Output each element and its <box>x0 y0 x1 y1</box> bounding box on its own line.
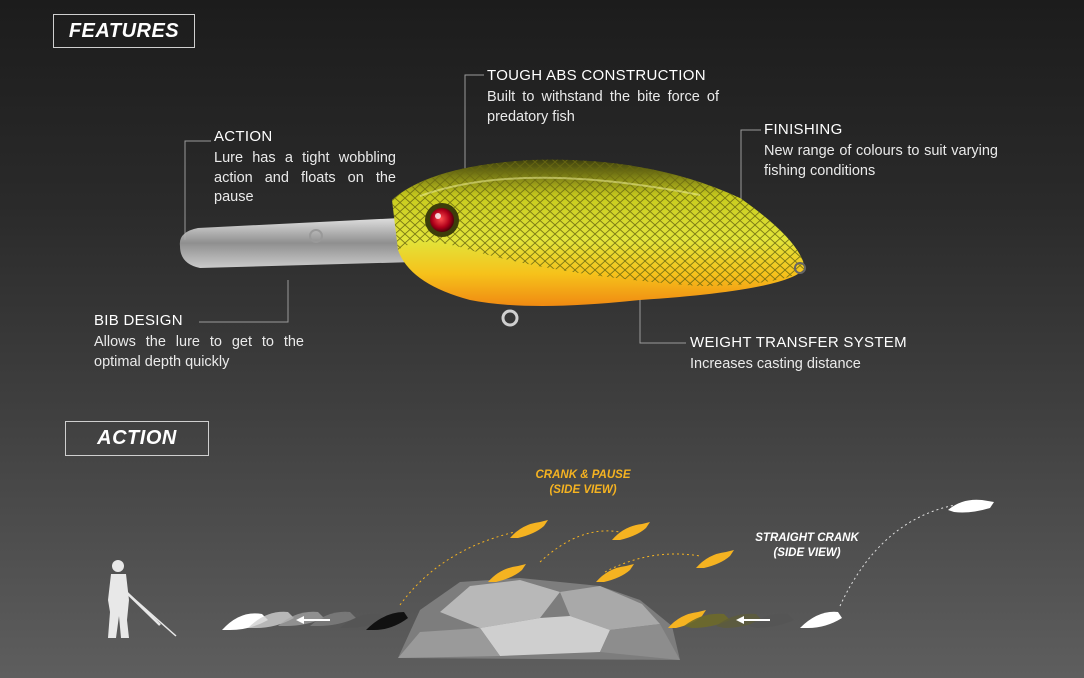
crank-pause-label-line1: CRANK & PAUSE <box>535 469 631 481</box>
lure-silhouette-icon <box>488 520 734 628</box>
callout-text: Lure has a tight wobbling action and flo… <box>214 150 396 205</box>
callout-heading: FINISHING <box>764 121 843 138</box>
straight-crank-label: STRAIGHT CRANK (SIDE VIEW) <box>740 531 874 561</box>
callout-text: Allows the lure to get to the optimal de… <box>94 334 304 370</box>
callout-text: New range of colours to suit varying fis… <box>764 143 998 179</box>
connector-lines <box>184 74 761 344</box>
callout-text: Increases casting distance <box>690 356 861 372</box>
fisherman-icon <box>108 560 177 638</box>
action-title: ACTION <box>65 421 209 456</box>
callout-finishing: FINISHING New range of colours to suit v… <box>764 121 998 181</box>
callout-heading: ACTION <box>214 128 273 145</box>
callout-tough-abs: TOUGH ABS CONSTRUCTION Built to withstan… <box>487 67 719 127</box>
straight-crank-path <box>839 504 956 607</box>
callout-heading: BIB DESIGN <box>94 312 183 329</box>
callout-bib-design: BIB DESIGN Allows the lure to get to the… <box>94 312 304 372</box>
straight-crank-label-line2: (SIDE VIEW) <box>773 547 841 559</box>
features-title: FEATURES <box>53 14 195 48</box>
callout-weight-transfer: WEIGHT TRANSFER SYSTEM Increases casting… <box>690 334 930 375</box>
lure-image <box>392 159 806 327</box>
crank-pause-path <box>399 530 701 606</box>
callout-action: ACTION Lure has a tight wobbling action … <box>214 128 396 208</box>
crank-pause-label-line2: (SIDE VIEW) <box>549 484 617 496</box>
rock-icon <box>398 578 680 660</box>
callout-heading: WEIGHT TRANSFER SYSTEM <box>690 334 907 351</box>
straight-lures-right <box>684 499 994 628</box>
straight-crank-label-line1: STRAIGHT CRANK <box>755 532 859 544</box>
callout-text: Built to withstand the bite force of pre… <box>487 89 719 125</box>
arrow-icon <box>296 616 770 624</box>
bib-design-part <box>179 218 416 268</box>
crank-pause-label: CRANK & PAUSE (SIDE VIEW) <box>520 468 646 498</box>
callout-heading: TOUGH ABS CONSTRUCTION <box>487 67 706 84</box>
